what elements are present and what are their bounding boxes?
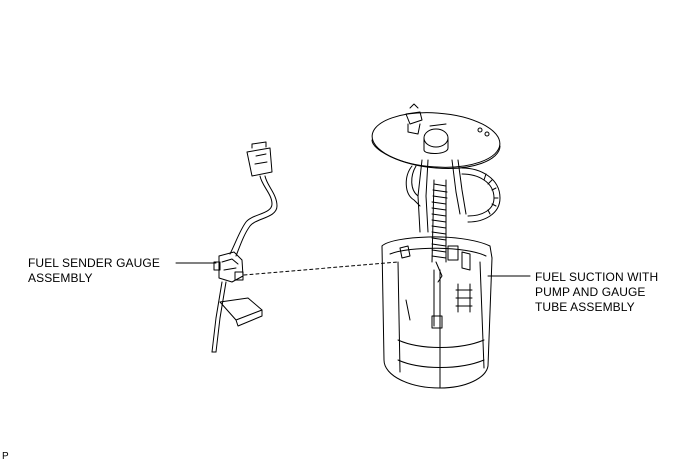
fuel-sender-gauge-label-line2: ASSEMBLY (28, 271, 93, 285)
fuel-suction-tube-drawing (371, 103, 501, 389)
fuel-sender-gauge-label: FUEL SENDER GAUGE ASSEMBLY (28, 256, 160, 286)
fuel-sender-gauge-label-line1: FUEL SENDER GAUGE (28, 256, 160, 270)
fuel-suction-tube-label-line1: FUEL SUCTION WITH (535, 270, 659, 284)
fuel-suction-tube-label-line2: PUMP AND GAUGE (535, 285, 646, 299)
figure-code: P (2, 451, 9, 462)
fuel-suction-tube-label: FUEL SUCTION WITH PUMP AND GAUGE TUBE AS… (535, 270, 658, 315)
fuel-sender-gauge-drawing (211, 141, 278, 353)
alignment-dashed-line (243, 261, 399, 276)
fuel-suction-tube-label-line3: TUBE ASSEMBLY (535, 300, 635, 314)
